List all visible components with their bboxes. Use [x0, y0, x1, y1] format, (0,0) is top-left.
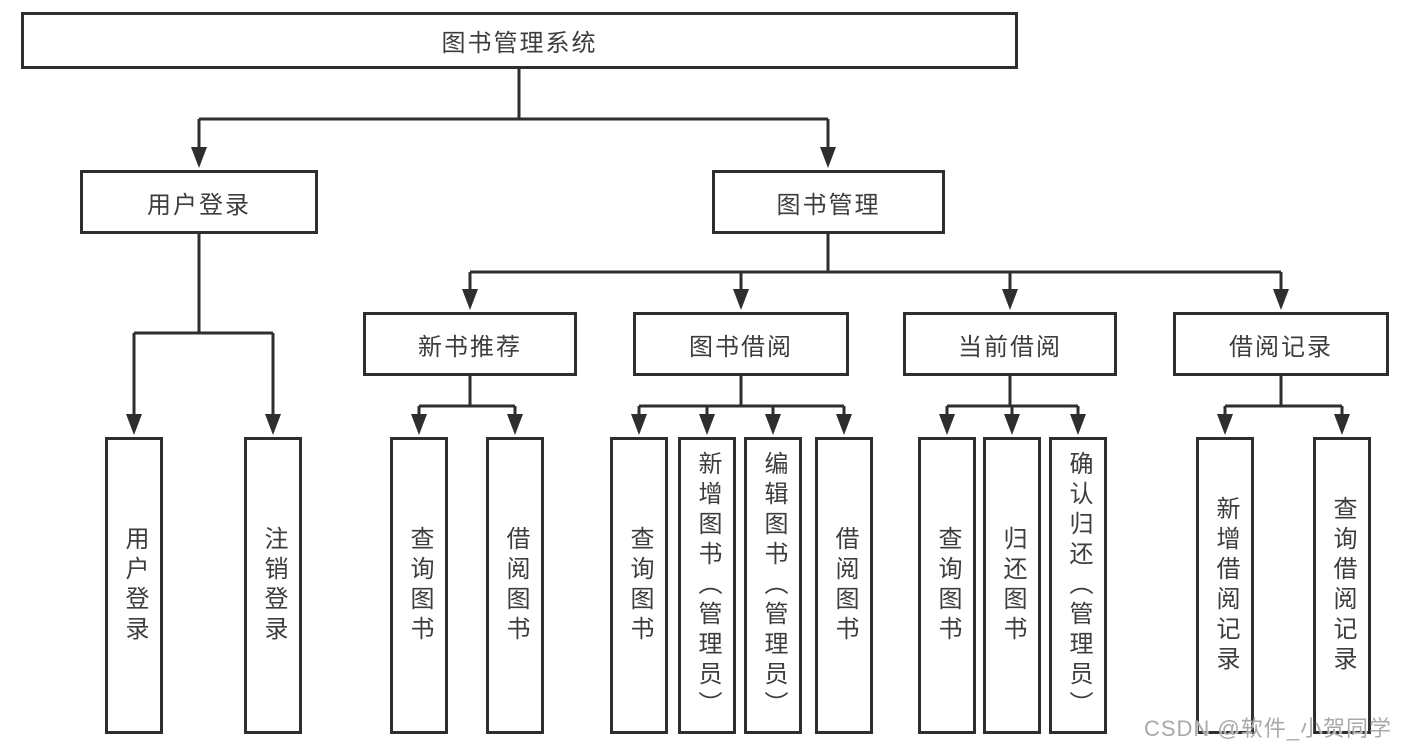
connector-arrowhead [836, 414, 852, 435]
node-leaf-user-login: 用户登录 [105, 437, 163, 734]
connector-arrowhead [191, 147, 207, 168]
node-book-borrow: 图书借阅 [633, 312, 849, 376]
connector-arrowhead [411, 414, 427, 435]
node-label: 借阅记录 [1229, 333, 1333, 361]
node-label: 图书管理 [776, 191, 881, 219]
connector-arrowhead [631, 414, 647, 435]
node-label: 用户登录 [147, 191, 251, 219]
connector-arrowhead [820, 147, 836, 168]
connector-arrowhead [462, 289, 478, 310]
node-edit-book-admin: 编辑图书（管理员） [744, 437, 802, 734]
connector-arrowhead [939, 414, 955, 435]
node-book-management: 图书管理 [712, 170, 945, 234]
node-query-books-borrow: 查询图书 [610, 437, 668, 734]
node-return-book: 归还图书 [983, 437, 1041, 734]
node-confirm-return-admin: 确认归还（管理员） [1049, 437, 1107, 734]
node-borrow-books-borrow: 借阅图书 [815, 437, 873, 734]
watermark: CSDN @软件_小贺同学 [1143, 716, 1392, 741]
node-label: 图书管理系统 [441, 30, 598, 57]
node-query-books-recommend: 查询图书 [390, 437, 448, 734]
node-label: 当前借阅 [958, 333, 1062, 361]
connector-arrowhead [699, 414, 715, 435]
connector-arrowhead [1217, 414, 1233, 435]
connector-arrowhead [1273, 289, 1289, 310]
connector-arrowhead [507, 414, 523, 435]
connector-arrowhead [1334, 414, 1350, 435]
node-query-borrow-record: 查询借阅记录 [1313, 437, 1371, 734]
connector-arrowhead [1070, 414, 1086, 435]
connector-arrowhead [126, 414, 142, 435]
connector-arrowhead [265, 414, 281, 435]
node-new-book-recommend: 新书推荐 [363, 312, 577, 376]
node-label: 图书借阅 [689, 333, 793, 361]
connector-arrowhead [1004, 414, 1020, 435]
node-add-borrow-record: 新增借阅记录 [1196, 437, 1254, 734]
connector-arrowhead [1002, 289, 1018, 310]
node-root: 图书管理系统 [21, 12, 1018, 69]
node-user-login: 用户登录 [80, 170, 318, 234]
connector-arrowhead [765, 414, 781, 435]
node-query-books-current: 查询图书 [918, 437, 976, 734]
connector-arrowhead [733, 289, 749, 310]
node-label: 新书推荐 [418, 333, 522, 361]
node-current-borrow: 当前借阅 [903, 312, 1117, 376]
node-borrow-books-recommend: 借阅图书 [486, 437, 544, 734]
node-add-book-admin: 新增图书（管理员） [678, 437, 736, 734]
node-borrow-records: 借阅记录 [1173, 312, 1389, 376]
node-leaf-logout: 注销登录 [244, 437, 302, 734]
